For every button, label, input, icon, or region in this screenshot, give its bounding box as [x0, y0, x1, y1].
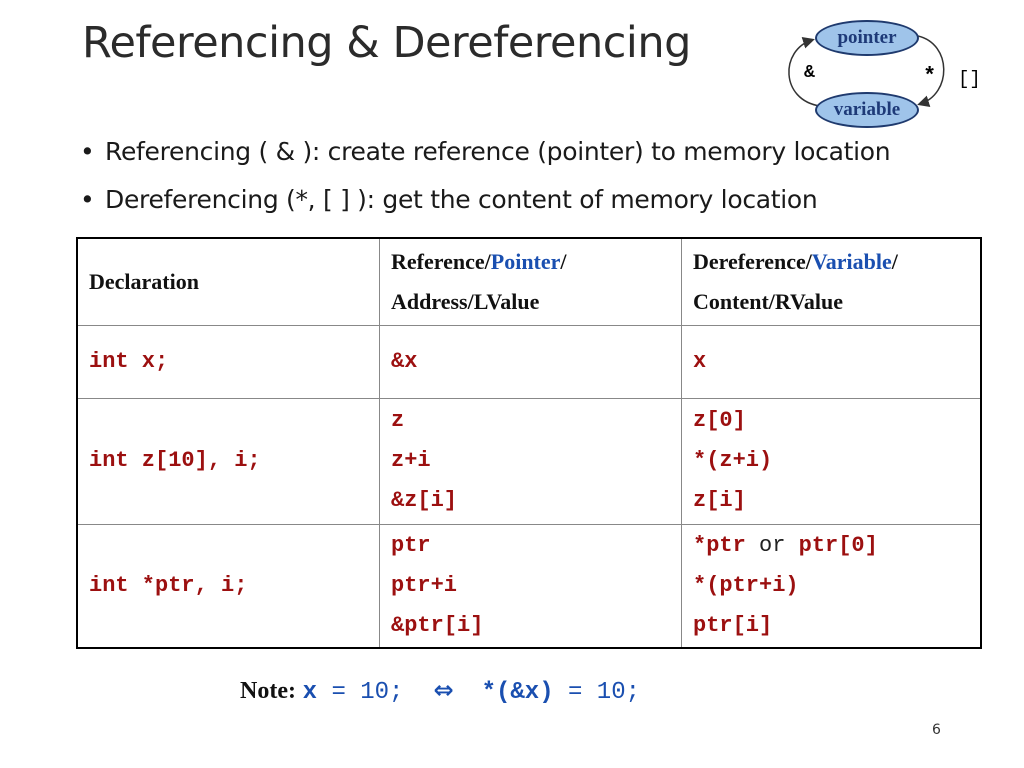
bullet-list: • Referencing ( & ): create reference (p… — [80, 130, 1010, 226]
ref-cell: ptr ptr+i &ptr[i] — [379, 523, 682, 649]
note-code: *(&x) — [481, 679, 554, 706]
reference-table: Declaration Reference/Pointer/ Address/L… — [76, 237, 982, 649]
deref-cell: x — [681, 324, 982, 399]
header-dereference-line1: Dereference/Variable/ — [693, 242, 980, 282]
ref-line: ptr+i — [391, 572, 458, 598]
ref-line: &ptr[i] — [391, 612, 484, 638]
ref-cell: &x — [379, 324, 682, 399]
deref-line: *ptr or ptr[0] — [693, 526, 980, 566]
ref-cell: z z+i &z[i] — [379, 397, 682, 525]
bullet-text: Referencing ( & ): create reference (poi… — [105, 137, 891, 166]
header-reference: Reference/Pointer/ Address/LValue — [379, 237, 682, 326]
bullet-item: • Referencing ( & ): create reference (p… — [80, 130, 1010, 178]
header-reference-line1: Reference/Pointer/ — [391, 242, 681, 282]
header-highlight: Variable — [811, 248, 892, 274]
pointer-variable-diagram: pointer variable & * [] — [770, 10, 1010, 130]
header-dereference: Dereference/Variable/ Content/RValue — [681, 237, 982, 326]
bullet-text: Dereferencing (*, [ ] ): get the content… — [105, 185, 818, 214]
deref-line: z[i] — [693, 488, 746, 513]
note-code: = 10; — [317, 679, 404, 706]
deref-cell: z[0] *(z+i) z[i] — [681, 397, 982, 525]
deref-cell: *ptr or ptr[0] *(ptr+i) ptr[i] — [681, 523, 982, 649]
table-row: int x; &x x — [76, 324, 982, 399]
note-expr-left: x = 10; — [303, 679, 404, 706]
header-declaration: Declaration — [76, 237, 380, 326]
note-code: x — [302, 679, 318, 706]
table-header-row: Declaration Reference/Pointer/ Address/L… — [76, 237, 982, 326]
ref-line: z+i — [391, 448, 431, 473]
decl-cell: int z[10], i; — [76, 397, 380, 525]
deref-line: ptr[i] — [693, 612, 773, 638]
ref-line: ptr — [391, 532, 431, 558]
table-row: int z[10], i; z z+i &z[i] z[0] *(z+i) z[… — [76, 397, 982, 525]
pointer-oval: pointer — [815, 20, 919, 56]
deref-part: *ptr — [693, 532, 746, 558]
deref-line: *(z+i) — [693, 448, 773, 473]
bullet-dot-icon: • — [80, 137, 95, 166]
reference-symbol: & — [804, 63, 815, 83]
header-highlight: Pointer — [490, 248, 561, 274]
note-code: = 10; — [553, 679, 641, 706]
equivalence-arrow-icon: ⇔ — [433, 676, 454, 704]
table-row: int *ptr, i; ptr ptr+i &ptr[i] *ptr or p… — [76, 523, 982, 649]
deref-or: or — [745, 532, 799, 558]
slide-title: Referencing & Dereferencing — [82, 18, 691, 68]
diagram-arrows — [788, 35, 945, 108]
ref-line: &z[i] — [391, 488, 458, 513]
note-line: Note: x = 10; ⇔ *(&x) = 10; — [240, 676, 640, 706]
deref-line: *(ptr+i) — [693, 572, 799, 598]
page-number: 6 — [932, 722, 941, 738]
header-reference-line2: Address/LValue — [391, 288, 540, 314]
index-symbol: [] — [958, 68, 981, 90]
note-label: Note: — [240, 678, 296, 704]
dereference-arrow — [917, 35, 945, 108]
header-text: Reference/ — [391, 248, 491, 274]
note-expr-right: *(&x) = 10; — [482, 679, 640, 706]
dereference-symbol: * — [923, 64, 937, 89]
header-text: / — [560, 248, 567, 274]
decl-cell: int *ptr, i; — [76, 523, 380, 649]
deref-part: ptr[0] — [798, 532, 878, 558]
decl-cell: int x; — [76, 324, 380, 399]
deref-line: z[0] — [693, 408, 746, 433]
header-dereference-line2: Content/RValue — [693, 288, 843, 314]
bullet-dot-icon: • — [80, 185, 95, 214]
header-text: / — [891, 248, 898, 274]
ref-line: z — [391, 408, 405, 433]
bullet-item: • Dereferencing (*, [ ] ): get the conte… — [80, 178, 1010, 226]
variable-oval: variable — [815, 92, 919, 128]
reference-arrow — [788, 36, 821, 107]
header-text: Dereference/ — [693, 248, 812, 274]
